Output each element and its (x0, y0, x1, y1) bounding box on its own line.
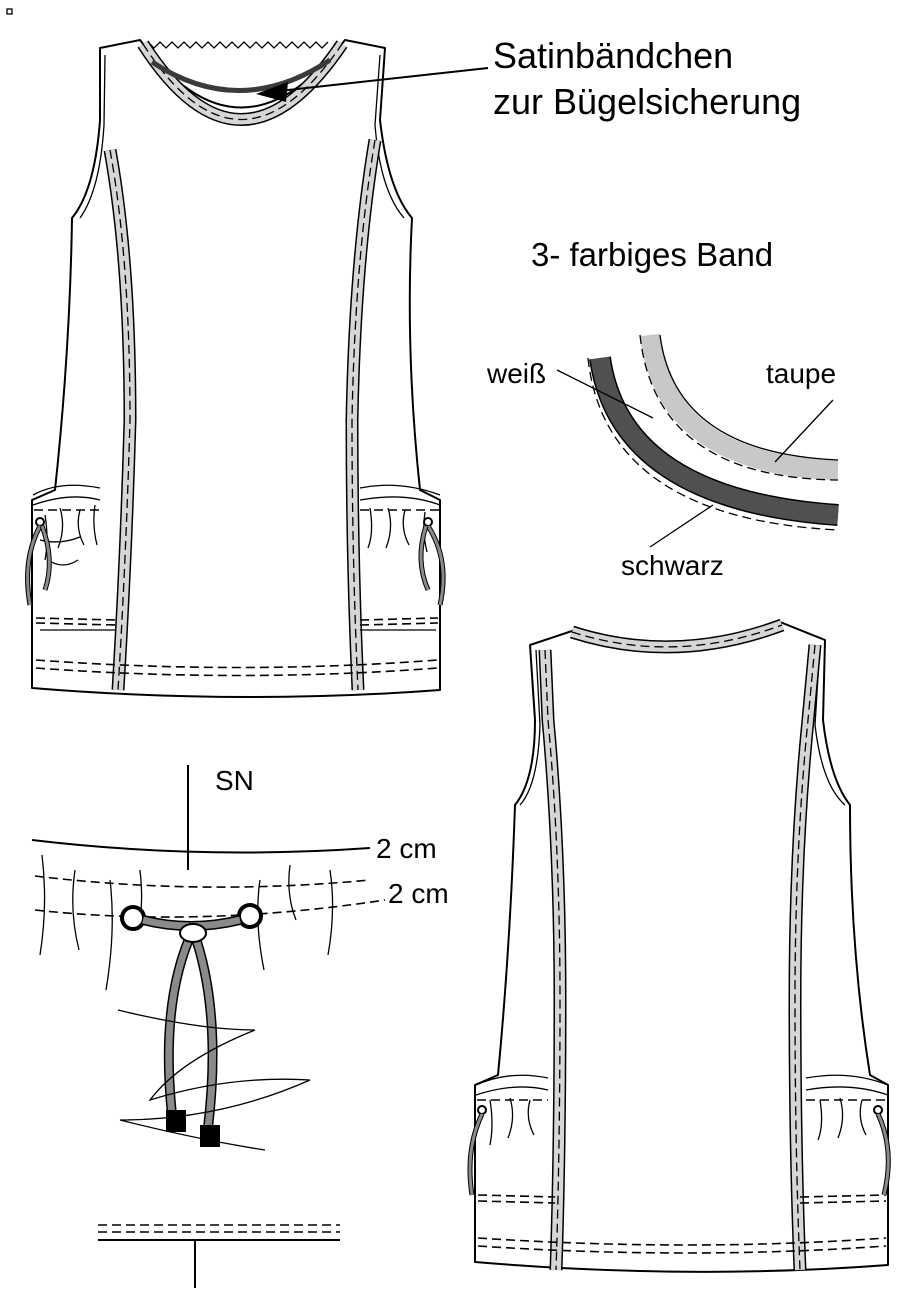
taupe-band-arc (640, 333, 839, 480)
three-color-band-detail: 3- farbiges Band weiß taupe schwarz (486, 236, 839, 581)
taupe-label: taupe (766, 358, 836, 389)
neck-zigzag-stitch (147, 41, 329, 49)
back-view-garment (467, 618, 891, 1273)
satin-label-line1: Satinbändchen (493, 35, 733, 76)
front-left-gathered-pocket (25, 484, 101, 606)
front-right-gathered-pocket (359, 484, 446, 606)
right-eyelet (237, 903, 263, 929)
front-view-garment (25, 39, 446, 699)
left-eyelet (120, 905, 146, 931)
satin-pointer-line (269, 67, 489, 93)
back-left-gathered-pocket (467, 1074, 549, 1196)
front-body-outline (31, 39, 441, 699)
black-label: schwarz (621, 550, 724, 581)
satin-label-line2: zur Bügelsicherung (493, 81, 801, 122)
measure-label-1: 2 cm (376, 833, 437, 864)
white-label: weiß (486, 358, 546, 389)
corner-marker (6, 8, 13, 15)
back-right-gathered-pocket (805, 1074, 891, 1196)
back-body-outline (474, 621, 889, 1273)
satin-pointer-arrowhead (256, 82, 288, 102)
drawstring-cord (141, 915, 242, 1129)
sn-label: SN (215, 765, 254, 796)
white-band-arc (612, 354, 839, 500)
cord-stopper-right (200, 1125, 220, 1147)
drawstring-detail: SN 2 cm 2 cm (31, 765, 449, 1288)
satin-ribbon (150, 57, 332, 93)
measure-label-2: 2 cm (388, 878, 449, 909)
band-title: 3- farbiges Band (531, 236, 773, 273)
cord-stopper-left (166, 1110, 186, 1132)
satin-label-group: Satinbändchen zur Bügelsicherung (256, 35, 801, 122)
